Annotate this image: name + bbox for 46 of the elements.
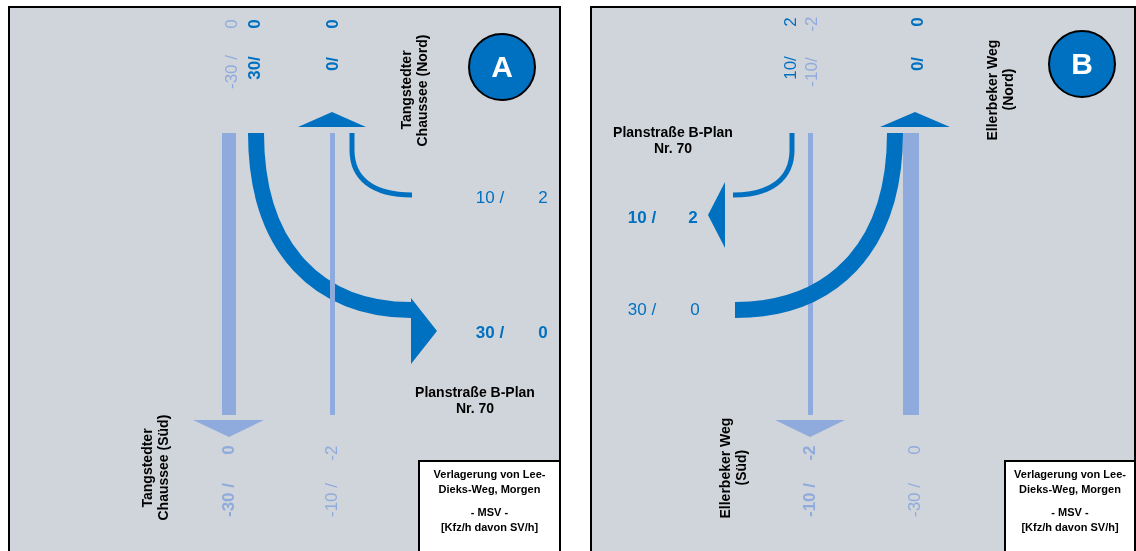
traffic-volume: 0 [905,445,925,455]
street-name: Tangstedter Chaussee (Nord) [397,33,431,148]
traffic-volume: -2 [322,445,342,461]
traffic-volume: -30 / [905,483,925,517]
traffic-volume: -2 [802,16,822,32]
note-panel [418,460,561,551]
traffic-volume: -2 [800,445,820,461]
street-name: Ellerbeker Weg (Nord) [983,38,1017,143]
traffic-volume: -10/ [802,57,822,87]
diagram-panel [590,6,1136,551]
traffic-volume: 0/ [323,56,343,72]
note-text: - MSV - [1050,504,1090,520]
traffic-volume: 0 [323,19,343,29]
note-text: - MSV - [469,504,510,520]
traffic-volume: 30/ [245,56,265,80]
note-text: Verlagerung von Lee-Dieks-Weg, Morgen [1013,467,1127,498]
traffic-volume: 0 [690,300,700,320]
traffic-volume: 10/ [781,56,801,80]
diagram-panel [8,6,561,551]
panel-marker: B [1048,30,1116,98]
unit-text: [Kfz/h davon SV/h] [1020,520,1120,536]
traffic-volume: -30 / [222,55,242,89]
unit-text: [Kfz/h davon SV/h] [439,520,540,536]
traffic-volume: -10 / [800,483,820,517]
street-name: Ellerbeker Weg (Süd) [716,416,750,521]
street-name: Planstraße B-Plan Nr. 70 [612,123,734,157]
traffic-volume: 0/ [908,56,928,72]
note-text: Verlagerung von Lee-Dieks-Weg, Morgen [432,467,547,498]
traffic-volume: 0 [538,323,548,343]
traffic-volume: 0 [219,445,239,455]
traffic-volume: 0 [908,17,928,27]
traffic-volume: 10 / [627,208,657,228]
traffic-volume: -30 / [219,483,239,517]
panel-marker: A [468,33,536,101]
traffic-volume: 0 [245,19,265,29]
traffic-volume: 30 / [627,300,657,320]
traffic-volume: 0 [222,19,242,29]
traffic-volume: 2 [688,208,698,228]
street-name: Planstraße B-Plan Nr. 70 [414,383,536,417]
traffic-volume: 2 [538,188,548,208]
street-name: Tangstedter Chaussee (Süd) [138,414,172,523]
traffic-volume: 30 / [475,323,505,343]
traffic-volume: 10 / [475,188,505,208]
traffic-volume: 2 [781,17,801,27]
traffic-volume: -10 / [322,483,342,517]
note-panel [1004,460,1136,551]
